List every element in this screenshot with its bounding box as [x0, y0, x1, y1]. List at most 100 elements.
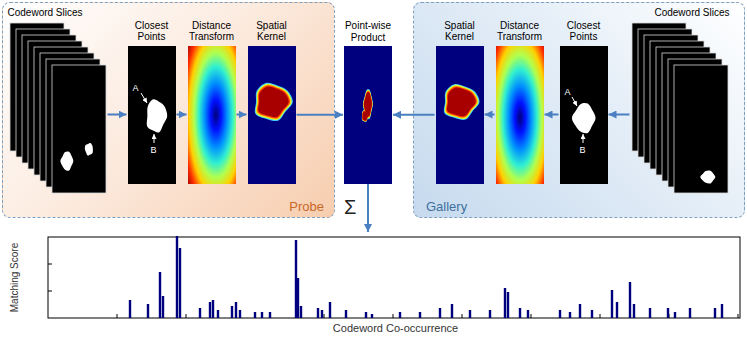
- image-figure: [248, 46, 296, 184]
- flow-arrow: [237, 114, 247, 116]
- score-bar: [217, 310, 219, 318]
- node-text: Distance Transform: [187, 20, 237, 43]
- point-label-holder: A: [133, 83, 139, 93]
- axis-tick: [393, 314, 394, 318]
- image-panel: Closest Points: [559, 20, 609, 184]
- codeword-slice: [674, 65, 728, 193]
- score-bar: [504, 288, 506, 318]
- score-bar: [261, 312, 263, 318]
- kernel-blob: [257, 85, 290, 118]
- kernel-blob: [447, 87, 476, 116]
- node-text: Closest Points: [127, 20, 177, 43]
- score-bar: [667, 308, 669, 318]
- leader-line: [153, 134, 154, 143]
- axis-tick: [48, 291, 52, 292]
- axis-tick: [531, 314, 532, 318]
- kernel-blob: [362, 111, 368, 121]
- score-bar: [674, 312, 676, 318]
- score-bar: [147, 304, 149, 318]
- axis-label-holder: Matching Score: [2, 237, 28, 318]
- image-panel: Distance Transform: [187, 20, 237, 184]
- sum-sign: Σ: [342, 195, 358, 219]
- node-text: Codeword Co-occurrence: [333, 322, 458, 334]
- score-bar: [269, 312, 271, 318]
- image-ground: [248, 46, 296, 184]
- score-bar: [209, 302, 211, 318]
- node-text: Spatial Kernel: [247, 20, 297, 43]
- axis-tick: [324, 314, 325, 318]
- axis-tick: [48, 264, 52, 265]
- node-text: Gallery: [426, 199, 467, 214]
- image-figure: [188, 46, 236, 184]
- score-bar: [231, 306, 233, 318]
- image-figure: [128, 46, 176, 184]
- node-text: Distance Transform: [495, 20, 545, 43]
- flow-arrow: [393, 114, 435, 116]
- score-bar: [721, 304, 723, 318]
- flow-arrow: [108, 114, 127, 116]
- image-ground: [560, 46, 608, 184]
- score-bar: [439, 308, 441, 318]
- slice-blob: [84, 142, 92, 155]
- score-bar: [317, 308, 319, 318]
- node-text: Matching Score: [10, 243, 21, 312]
- node-text: Point-wise Product: [343, 20, 393, 43]
- slice-stack: Codeword Slices: [630, 6, 730, 196]
- point-label: A: [133, 83, 139, 93]
- node-text: Closest Points: [559, 20, 609, 43]
- kernel-blob: [256, 84, 290, 119]
- score-bar: [527, 310, 529, 318]
- group-panel: Spatial Kernel Distance Transform Closest …: [413, 2, 745, 218]
- kernel-blob: [254, 82, 292, 120]
- flow-arrow: [297, 114, 344, 116]
- node-text: Codeword Slices: [630, 6, 730, 20]
- score-bar: [212, 300, 214, 318]
- axis-tick: [462, 314, 463, 318]
- axis-tick: [117, 314, 118, 318]
- score-bar: [179, 248, 181, 318]
- score-bar: [519, 308, 521, 318]
- group-panel: Codeword SlicesClosest Points Distance Tr…: [2, 2, 335, 218]
- score-bar: [633, 304, 635, 318]
- flow-arrow: [609, 114, 630, 116]
- node-text: Probe: [289, 199, 324, 214]
- image-figure: [436, 46, 484, 184]
- score-bar: [629, 282, 631, 318]
- flow-arrow: [545, 114, 559, 116]
- score-bar: [162, 296, 164, 318]
- score-bar: [579, 304, 581, 318]
- score-bar: [714, 308, 716, 318]
- image-ground: [436, 46, 484, 184]
- score-bar: [129, 300, 131, 318]
- score-bar: [176, 236, 178, 318]
- score-bar: [469, 310, 471, 318]
- axis-tick: [738, 314, 739, 318]
- codeword-slice: [52, 65, 106, 193]
- node-text: Codeword Slices: [8, 6, 108, 20]
- score-bar: [451, 304, 453, 318]
- flow-arrow: [367, 184, 369, 232]
- score-bar: [689, 308, 691, 318]
- slice-blob: [700, 170, 715, 183]
- axis-tick: [600, 314, 601, 318]
- point-blob: [146, 99, 166, 132]
- image-panel: Distance Transform: [495, 20, 545, 184]
- score-bar: [345, 310, 347, 318]
- image-panel: Spatial Kernel: [435, 20, 485, 184]
- point-label: B: [151, 145, 157, 155]
- score-bar: [591, 310, 593, 318]
- score-bar: [365, 312, 367, 318]
- score-bar: [569, 312, 571, 318]
- point-label-holder: A: [565, 87, 571, 97]
- bar-chart: Codeword Co-occurrence Matching Score: [2, 232, 745, 336]
- stack-figure: [630, 22, 730, 196]
- kernel-blob: [258, 86, 288, 117]
- image-figure: [344, 46, 392, 184]
- score-bar: [159, 272, 161, 318]
- kernel-blob: [444, 84, 478, 118]
- image-panel: Spatial Kernel: [247, 20, 297, 184]
- score-bar: [616, 302, 618, 318]
- axis-tick: [186, 314, 187, 318]
- score-bar: [611, 290, 613, 318]
- score-bar: [239, 310, 241, 318]
